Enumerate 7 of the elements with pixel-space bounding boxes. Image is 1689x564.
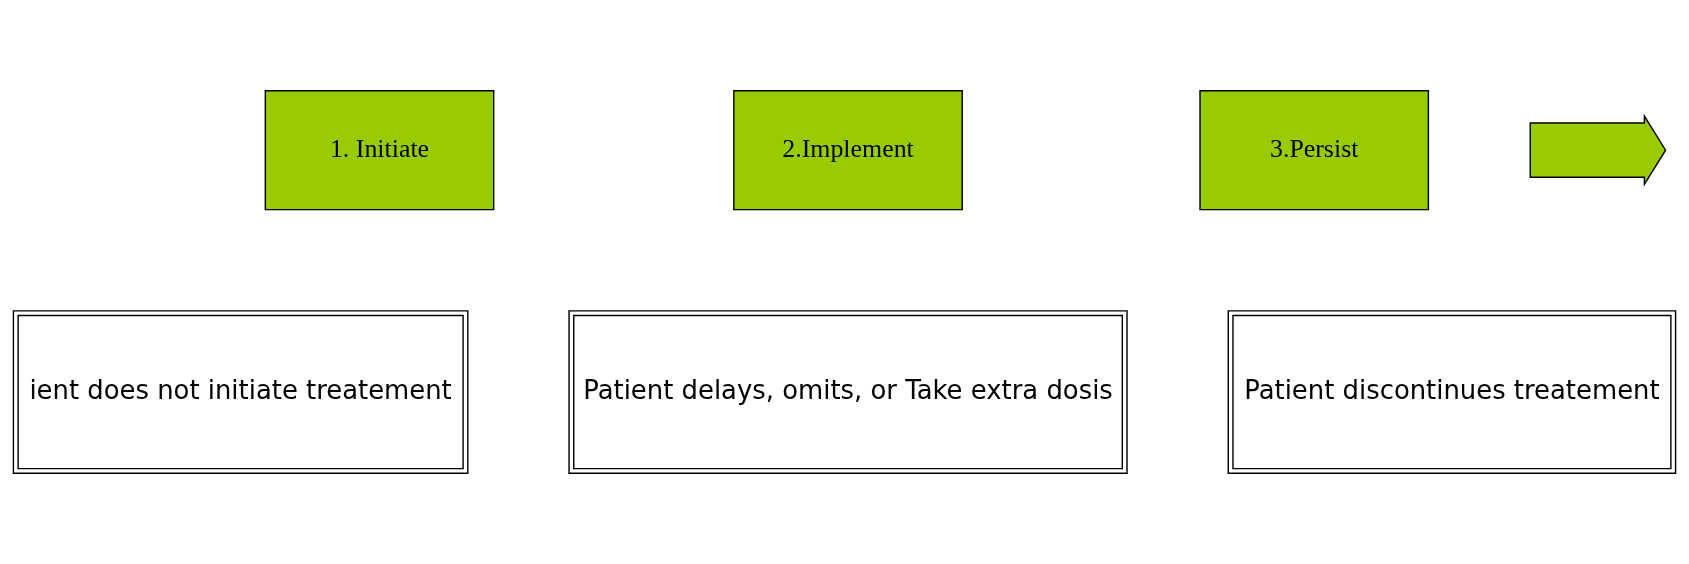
node-box: Patient delays, omits, or Take extra dosis bbox=[568, 310, 1128, 474]
node-box: ient does not initiate treatement bbox=[12, 310, 469, 474]
node-box: Patient discontinues treatement bbox=[1227, 310, 1677, 474]
node-box: 1. Initiate bbox=[264, 90, 495, 211]
node-arrow bbox=[1529, 113, 1667, 187]
node-box: 2.Implement bbox=[733, 90, 963, 211]
node-box: 3.Persist bbox=[1199, 90, 1430, 211]
